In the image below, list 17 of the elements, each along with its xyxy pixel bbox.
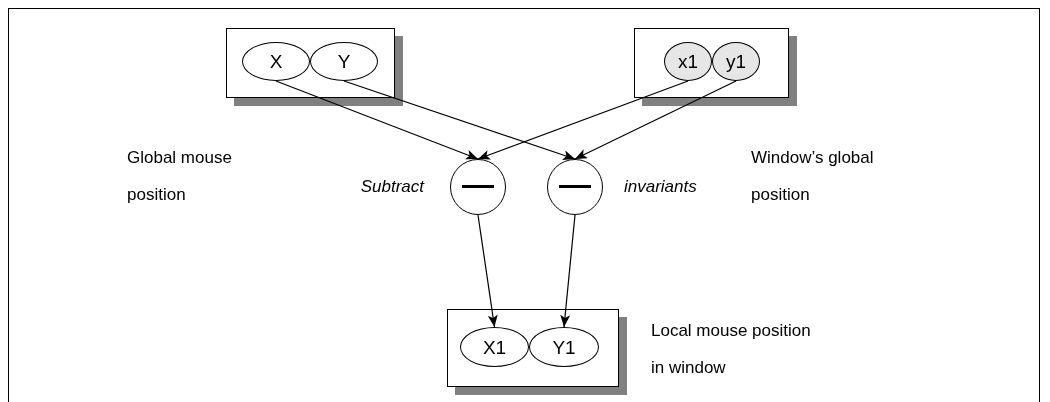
operation-label: Subtract <box>359 176 424 198</box>
arrow <box>574 80 737 160</box>
variable-label: Y1 <box>552 337 576 357</box>
variable-ellipse <box>664 42 712 81</box>
node-label: Local mouse position in window <box>651 320 812 379</box>
variable-label: X <box>269 52 283 71</box>
arrow <box>477 80 689 160</box>
variable-label: x1 <box>677 52 699 71</box>
arrow <box>560 214 576 328</box>
variable-label: y1 <box>725 52 747 71</box>
operation-label: invariants <box>624 176 698 198</box>
variable-label: Y <box>337 52 351 71</box>
variable-ellipse <box>712 42 760 81</box>
node-label: Global mouse position <box>127 147 233 206</box>
node-label: Window’s global position <box>751 147 875 206</box>
variable-label: X1 <box>482 337 507 357</box>
arrow <box>477 214 498 328</box>
